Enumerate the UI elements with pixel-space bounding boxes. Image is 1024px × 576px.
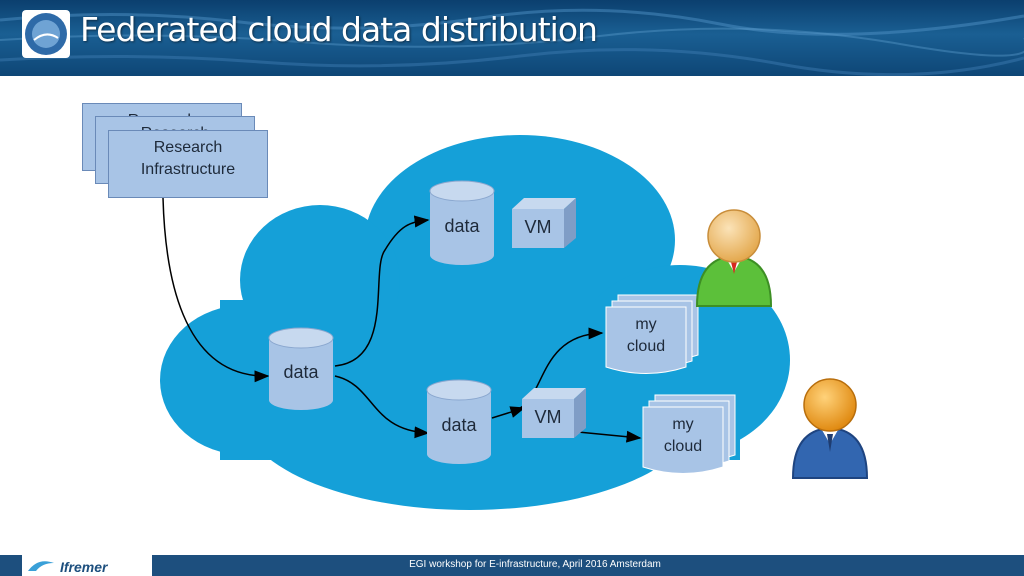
user-icon-blue [791, 378, 869, 479]
user-icon-green [695, 209, 773, 307]
footer-text: EGI workshop for E-infrastructure, April… [409, 559, 661, 570]
data-cylinder-center [268, 327, 334, 410]
ifremer-logo: Ifremer [22, 555, 152, 576]
my-cloud-stack-bottom [642, 394, 736, 474]
arrow-data-to-vm [491, 406, 526, 419]
data-cylinder-bottom [426, 379, 492, 464]
data-bottom-label: data [441, 415, 477, 435]
euro-argo-logo [22, 10, 70, 58]
vm-bottom-label: VM [534, 407, 562, 427]
arrow-vm-to-my-cloud-bottom [577, 430, 642, 443]
ocean-waves-background [0, 8, 1024, 76]
my-cloud-top-label: my cloud [626, 316, 666, 355]
footer-bar [0, 555, 1024, 576]
my-cloud-bottom-label: my cloud [663, 416, 703, 455]
vm-cube-top [512, 198, 576, 248]
my-cloud-stack-top [605, 294, 699, 374]
research-infrastructure-box-front: Research Infrastructure [108, 130, 268, 198]
vm-cube-bottom [522, 388, 586, 438]
data-cylinder-top [429, 180, 495, 265]
vm-top-label: VM [524, 217, 552, 237]
page-title: Federated cloud data distribution [80, 10, 598, 49]
ifremer-logo-text: Ifremer [60, 559, 108, 575]
arrow-ri-to-data [162, 197, 270, 383]
arrow-data-to-bottom-data [334, 375, 430, 439]
data-center-label: data [283, 362, 319, 382]
header-banner [0, 0, 1024, 76]
data-top-label: data [444, 216, 480, 236]
arrow-data-to-top-data [334, 215, 430, 367]
